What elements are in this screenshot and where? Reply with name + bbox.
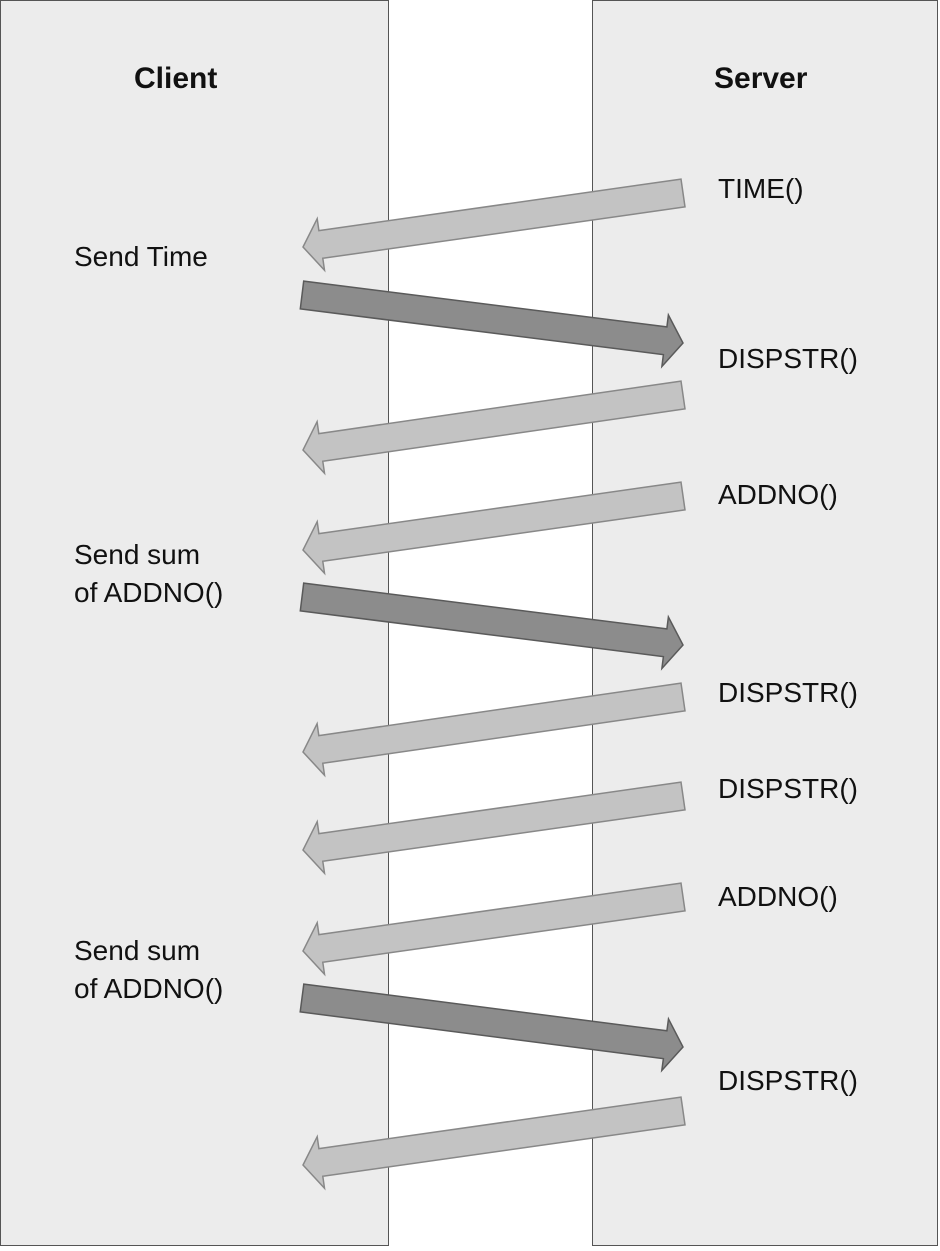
server-label-addno: ADDNO() <box>718 479 838 510</box>
server-label-dispstr: DISPSTR() <box>718 343 858 374</box>
arrow-server-to-client <box>302 380 686 476</box>
client-label-send-sum: Send sum of ADDNO() <box>74 935 224 1004</box>
arrow-server-to-client <box>302 1096 686 1191</box>
arrow-client-to-server <box>299 582 684 671</box>
arrow-server-to-client <box>302 481 686 576</box>
client-label-send-time: Send Time <box>74 241 208 272</box>
arrow-server-to-client <box>302 882 686 977</box>
server-label-addno: ADDNO() <box>718 881 838 912</box>
client-lane <box>0 0 389 1246</box>
client-label-send-sum: Send sum of ADDNO() <box>74 539 224 608</box>
arrow-server-to-client <box>302 178 686 273</box>
arrow-server-to-client <box>302 781 686 876</box>
server-label-dispstr: DISPSTR() <box>718 773 858 804</box>
arrow-client-to-server <box>299 280 684 369</box>
client-lane-title: Client <box>134 62 218 95</box>
server-lane-title: Server <box>714 62 808 95</box>
server-label-dispstr: DISPSTR() <box>718 677 858 708</box>
arrow-server-to-client <box>302 682 686 778</box>
arrow-client-to-server <box>299 983 684 1073</box>
server-label-dispstr: DISPSTR() <box>718 1065 858 1096</box>
server-label-time: TIME() <box>718 173 804 204</box>
